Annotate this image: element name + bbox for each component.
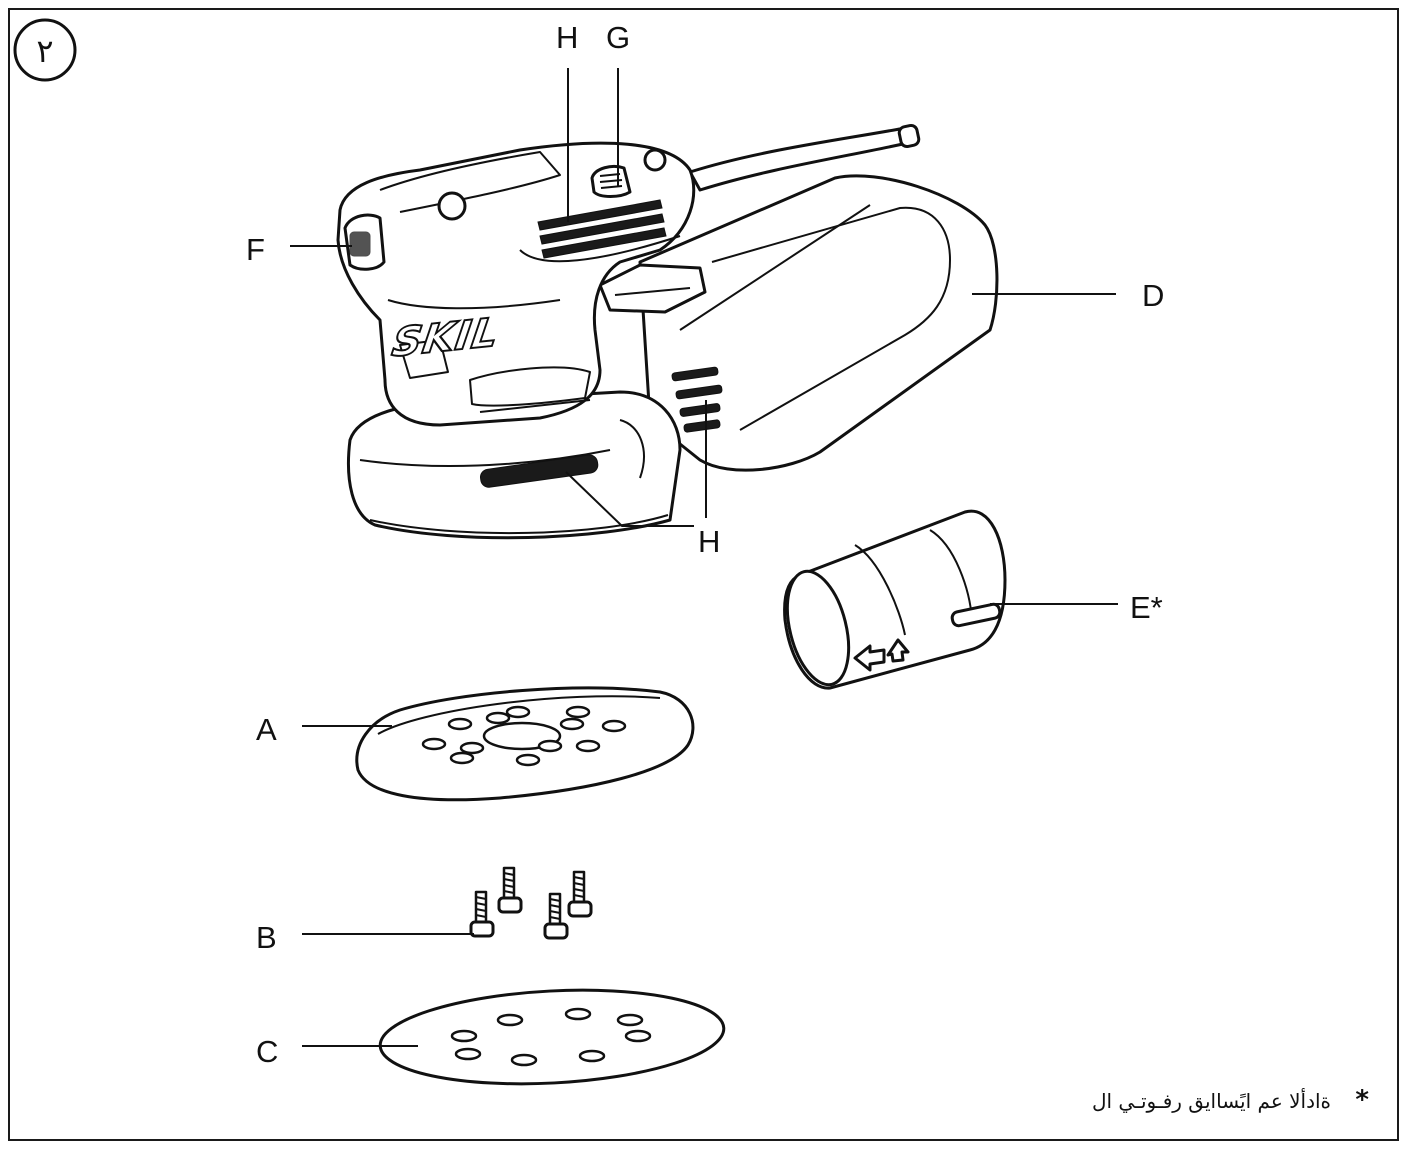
figure-frame bbox=[8, 8, 1399, 1141]
dust-box-latch bbox=[598, 263, 707, 314]
callout-B: B bbox=[256, 920, 277, 955]
adapter-release-button bbox=[950, 602, 1002, 628]
footnote-marker: * bbox=[1355, 1085, 1369, 1115]
pad-screws bbox=[469, 866, 593, 940]
callout-F: F bbox=[246, 232, 265, 267]
cord-plug-end bbox=[897, 123, 921, 149]
footnote-text: ةادألا عم ايًساايق رفـوتـي ال bbox=[1091, 1089, 1332, 1113]
adapter-opening bbox=[785, 569, 851, 687]
sander-body: SKIL bbox=[336, 123, 999, 540]
callout-C: C bbox=[256, 1034, 278, 1069]
dust-box-vent-4 bbox=[683, 419, 721, 433]
top-vent-3 bbox=[537, 199, 663, 231]
footnote: * ةادألا عم ايًساايق رفـوتـي ال bbox=[1092, 1085, 1369, 1115]
housing-screw-top bbox=[437, 191, 467, 221]
top-vent-1 bbox=[539, 213, 665, 245]
dust-box-vent-1 bbox=[671, 366, 719, 382]
figure-number-badge: ٢ bbox=[13, 18, 77, 82]
screw-1 bbox=[469, 890, 495, 938]
figure-number: ٢ bbox=[36, 32, 53, 70]
dust-box bbox=[638, 174, 999, 472]
dust-box-vent-3 bbox=[679, 403, 721, 417]
adapter-arrow-unlock-icon bbox=[886, 638, 910, 663]
callout-E: E* bbox=[1130, 590, 1163, 625]
dust-box-vent-2 bbox=[675, 384, 723, 400]
callout-A: A bbox=[256, 712, 277, 747]
callout-G: G bbox=[606, 20, 630, 55]
screw-4 bbox=[567, 870, 593, 918]
housing-screw-front bbox=[643, 148, 667, 172]
callout-D: D bbox=[1142, 278, 1164, 313]
sanding-pad bbox=[355, 686, 695, 802]
screw-2 bbox=[497, 866, 523, 914]
top-vent-2 bbox=[541, 227, 667, 259]
dust-extraction-adapter bbox=[783, 509, 1007, 690]
screw-3 bbox=[543, 892, 569, 940]
base-vent-slot bbox=[480, 454, 599, 488]
callout-H-bottom: H bbox=[698, 524, 720, 559]
leader-H-bottom bbox=[565, 471, 694, 527]
leader-lines bbox=[290, 68, 1118, 1047]
sanding-sheet bbox=[378, 988, 726, 1086]
callout-H-top: H bbox=[556, 20, 578, 55]
adapter-arrow-lock-icon bbox=[853, 644, 886, 672]
